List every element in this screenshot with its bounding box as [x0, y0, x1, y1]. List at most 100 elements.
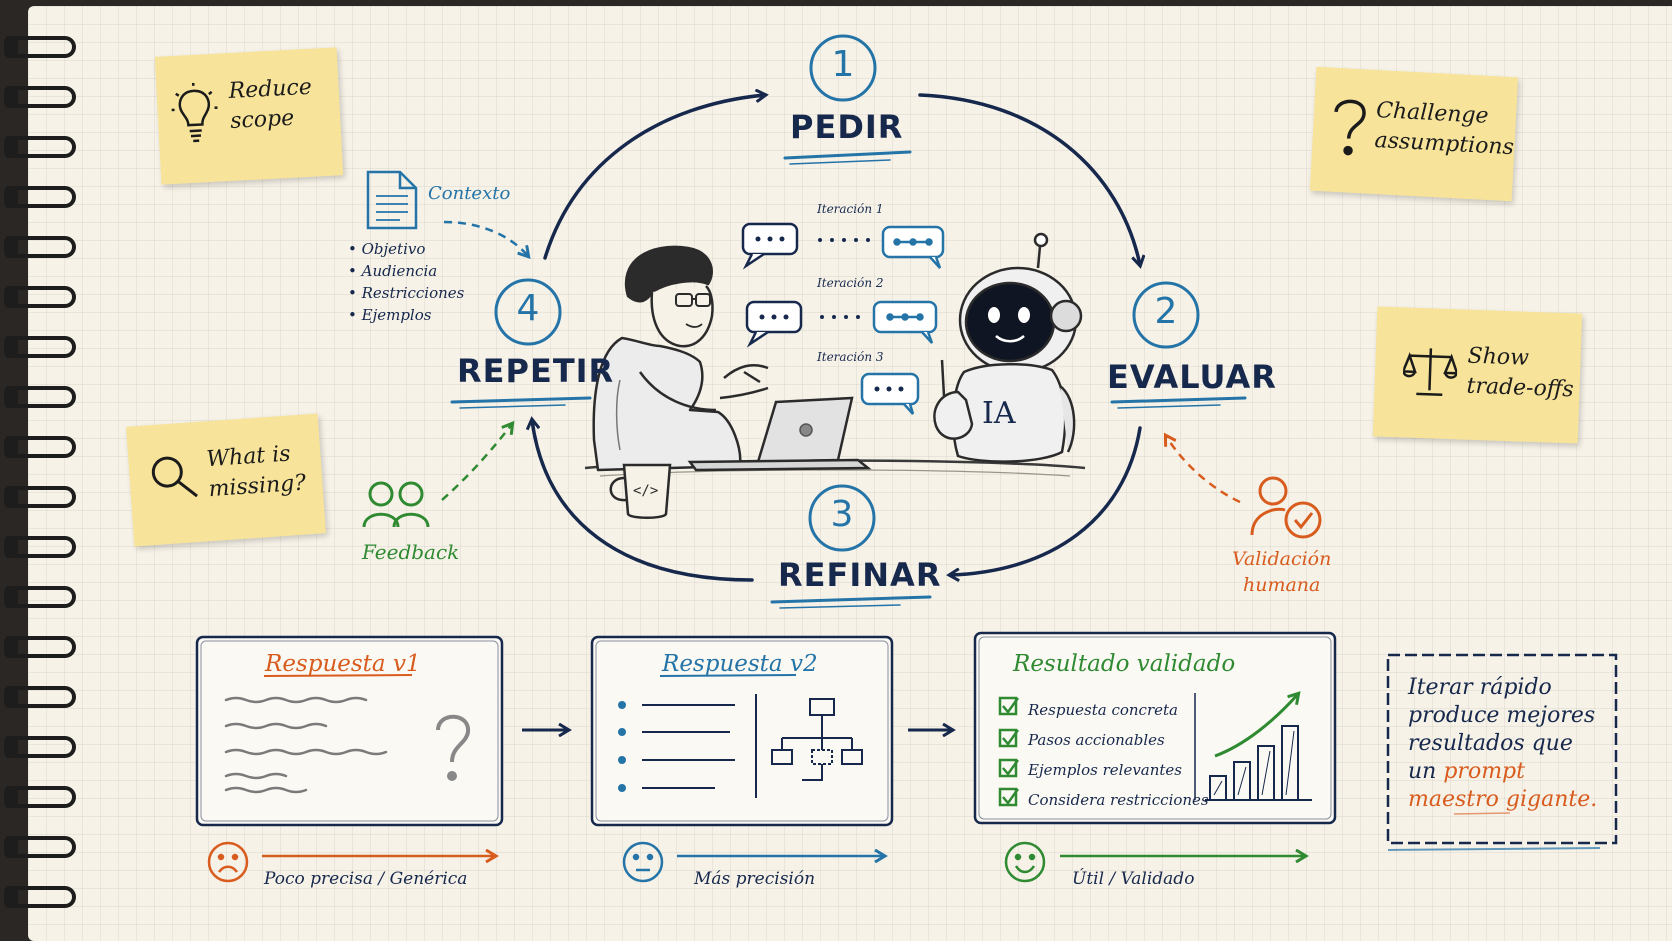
validation-label: Validación humana [1232, 548, 1332, 596]
bubble-dots [755, 236, 904, 392]
growth-bar-chart-icon [1205, 725, 1312, 801]
iteration-2-label: Iteración 2 [817, 276, 884, 290]
feedback-arrow [441, 424, 512, 501]
arrow-pedir-to-evaluar [918, 93, 1140, 265]
arrow-refinar-to-repetir [532, 420, 754, 582]
human-hand [719, 364, 769, 400]
balance-scale-icon [1402, 348, 1459, 397]
sticky-challenge: Challenge assumptions [1309, 66, 1519, 202]
sticky-challenge-text: Challenge assumptions [1373, 98, 1515, 161]
conclusion-highlight: prompt maestro gigante. [1408, 759, 1598, 812]
checklist-item: Ejemplos relevantes [1028, 761, 1182, 779]
feedback-label: Feedback [362, 540, 460, 564]
context-title: Contexto [428, 183, 511, 204]
sticky-reduce-scope: Reduce scope [154, 47, 344, 185]
glasses-icon [675, 293, 711, 307]
step-3-label: REFINAR [778, 556, 942, 594]
robot-pointing-hand [933, 359, 974, 440]
human-hoodie [592, 336, 742, 472]
sticky-tradeoffs-text: Show trade-offs [1466, 343, 1575, 403]
step-1-label: PEDIR [790, 108, 904, 146]
sticky-tradeoffs: Show trade-offs [1372, 306, 1583, 444]
card-v2-caption: Más precisión [694, 869, 816, 889]
context-item: • Restricciones [348, 284, 465, 302]
human-hair [624, 245, 713, 303]
context-list: • Objetivo • Audiencia • Restricciones •… [348, 238, 464, 326]
arrow-evaluar-to-refinar [950, 426, 1142, 575]
mug: </> [609, 463, 672, 519]
card-validated-box [973, 631, 1337, 825]
flowchart-icon [771, 698, 863, 781]
bubble-ai-3 [860, 372, 920, 415]
arrow-repetir-to-pedir [543, 95, 765, 260]
step-4-number: 4 [516, 288, 540, 329]
iteration-3-label: Iteración 3 [817, 350, 884, 364]
card-v1-box [195, 635, 504, 827]
bubble-human-2 [745, 300, 803, 348]
step-4-label: REPETIR [457, 352, 615, 390]
context-item: • Audiencia [348, 262, 438, 280]
bubble-ai-2 [872, 300, 938, 344]
bubble-human-1 [741, 222, 799, 270]
validated-checklist: Respuesta concreta Pasos accionables Eje… [1028, 695, 1209, 815]
people-icon [362, 481, 430, 528]
robot-figure [933, 232, 1083, 463]
robot-face [964, 281, 1056, 363]
happy-face-icon [1004, 841, 1046, 883]
step-4-circle [494, 278, 562, 346]
laptop [687, 396, 872, 472]
card-boxes [195, 631, 1337, 827]
step-circles [494, 34, 1200, 552]
context-item: • Ejemplos [348, 306, 432, 324]
magnifier-icon [151, 456, 198, 498]
step-2-number: 2 [1154, 291, 1178, 332]
card-v2-box [590, 635, 894, 827]
validation-arrow [1166, 436, 1241, 504]
card-validated-title: Resultado validado [1013, 651, 1236, 677]
card-v1-caption: Poco precisa / Genérica [264, 869, 468, 889]
lightbulb-icon [171, 82, 218, 143]
step-2-circle [1132, 281, 1200, 349]
question-icon [1334, 99, 1366, 156]
document-icon [366, 170, 418, 230]
iteration-1-label: Iteración 1 [817, 202, 884, 216]
step-1-number: 1 [831, 44, 855, 85]
card-v1-title: Respuesta v1 [265, 651, 421, 677]
question-mark-icon [436, 714, 470, 781]
conclusion-text: Iterar rápido produce mejores resultados… [1408, 674, 1604, 814]
step-3-circle [808, 484, 876, 552]
bubble-lines [886, 238, 933, 321]
robot-label: IA [982, 396, 1016, 431]
svg-text:</>: </> [633, 483, 658, 499]
sticky-reduce-scope-text: Reduce scope [228, 74, 313, 134]
checkbox-icons [998, 696, 1020, 807]
growth-arrow [1214, 694, 1298, 758]
checklist-item: Considera restricciones [1028, 791, 1209, 809]
human-figure [592, 245, 769, 472]
human-face [650, 285, 714, 348]
robot-arm [1059, 385, 1076, 453]
card-v2-title: Respuesta v2 [662, 651, 818, 677]
neutral-face-icon [622, 841, 664, 883]
card-validated-caption: Útil / Validado [1072, 869, 1195, 889]
conclusion-main: Iterar rápido produce mejores resultados… [1408, 675, 1596, 784]
sticky-what-missing: What is missing? [126, 413, 326, 547]
wavy-text-lines [224, 696, 388, 794]
stage-underlines [450, 150, 1247, 609]
bubble-ai-1 [881, 225, 945, 269]
step-1-circle [809, 34, 877, 102]
checklist-item: Respuesta concreta [1028, 701, 1178, 719]
checklist-item: Pasos accionables [1028, 731, 1165, 749]
context-item: • Objetivo [348, 240, 426, 258]
sad-face-icon [207, 841, 249, 883]
cycle-arrows [532, 95, 1140, 580]
iteration-dots [818, 238, 870, 319]
bullet-list [618, 694, 757, 798]
step-2-label: EVALUAR [1107, 358, 1277, 396]
context-arrow [443, 220, 528, 256]
person-check-icon [1250, 476, 1322, 539]
sticky-what-missing-text: What is missing? [205, 441, 307, 503]
step-3-number: 3 [830, 494, 854, 535]
conclusion-box [1386, 653, 1618, 845]
